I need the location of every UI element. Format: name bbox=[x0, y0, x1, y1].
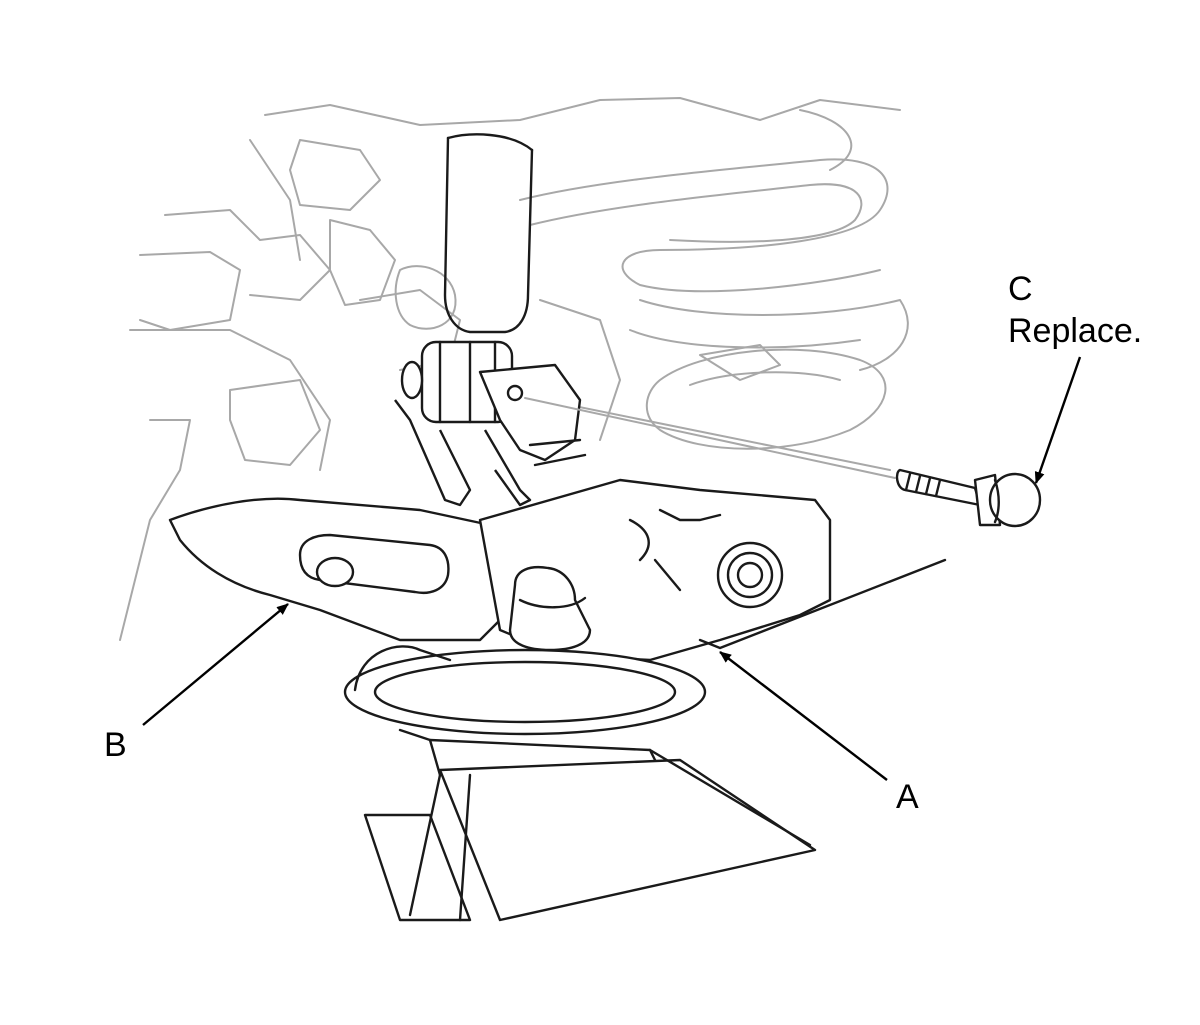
callout-c-note: Replace. bbox=[1008, 312, 1143, 350]
damper-fork bbox=[394, 363, 587, 507]
callout-c-label: C bbox=[1008, 270, 1033, 308]
callout-b-leader bbox=[142, 603, 289, 726]
callout-a-leader bbox=[719, 651, 888, 781]
callout-a-label: A bbox=[896, 778, 919, 816]
lower-arm-b bbox=[168, 497, 502, 642]
flange-bolt bbox=[524, 397, 1042, 528]
coil-spring bbox=[519, 109, 909, 371]
ball-joint bbox=[508, 566, 592, 652]
background-structure bbox=[119, 97, 901, 641]
callout-b-label: B bbox=[104, 726, 127, 764]
callout-c-leader bbox=[1034, 356, 1082, 484]
spring-seat bbox=[519, 344, 891, 471]
jack-support bbox=[343, 645, 817, 922]
